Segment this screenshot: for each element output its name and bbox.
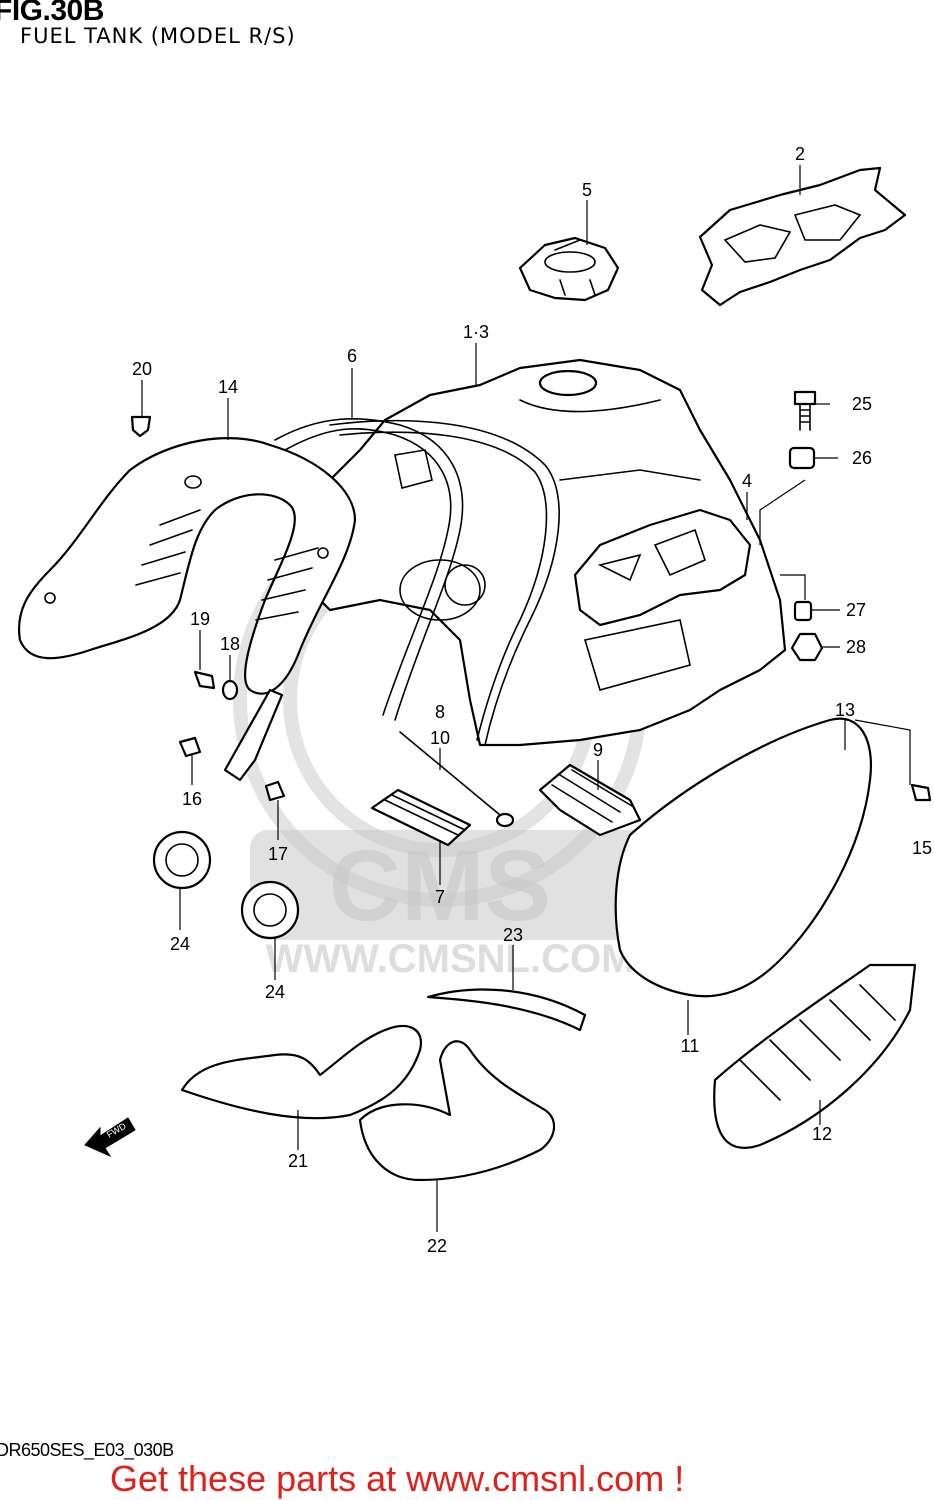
part-16-bolt [178, 736, 202, 758]
figure-number: FIG.30B [0, 0, 104, 27]
part-26-collar [788, 446, 816, 470]
part-12-seat-piece [713, 963, 917, 1149]
callout-12: 12 [812, 1124, 832, 1144]
callout-6: 6 [347, 346, 357, 366]
part-18-washer [221, 679, 239, 701]
forward-arrow: FWD [84, 1117, 136, 1158]
callout-20: 20 [132, 359, 152, 379]
callout-9: 9 [593, 740, 603, 760]
callout-16: 16 [182, 789, 202, 809]
callout-1-3: 1·3 [463, 322, 489, 342]
part-11-shroud [614, 717, 872, 998]
callout-10: 10 [430, 728, 450, 748]
part-15-screw [910, 783, 932, 802]
callout-2: 2 [795, 144, 805, 164]
callout-25: 25 [852, 394, 872, 414]
callout-26: 26 [852, 448, 872, 468]
part-19-bolt [193, 670, 216, 690]
part-21-heat-shield [180, 1025, 423, 1120]
callout-23: 23 [503, 925, 523, 945]
part-24-grommet-left [152, 830, 212, 890]
part-9-cushion [538, 763, 642, 837]
part-27-cushion [793, 600, 813, 622]
callout-labels: 2 5 1·3 6 20 14 25 26 4 27 28 19 18 16 1… [132, 144, 932, 1256]
callout-27: 27 [846, 600, 866, 620]
side-cover-bracket [223, 688, 284, 782]
shop-link-text[interactable]: Get these parts at www.cmsnl.com ! [110, 1458, 685, 1499]
part-20-grommet [130, 415, 152, 438]
part-10-band [399, 731, 515, 828]
callout-11: 11 [681, 1036, 700, 1056]
callout-28: 28 [846, 637, 866, 657]
callout-14: 14 [218, 377, 238, 397]
callout-13: 13 [835, 700, 855, 720]
part-14-side-cover [17, 437, 357, 695]
callout-17: 17 [268, 844, 288, 864]
part-17-nut [264, 780, 286, 802]
part-5-fuel-cap [518, 236, 620, 302]
watermark-url-text: WWW.CMSNL.COM [266, 937, 635, 981]
part-24-grommet-right [240, 880, 300, 940]
callout-7: 7 [435, 887, 445, 907]
part-22-heat-shield [358, 1040, 556, 1182]
callout-8: 8 [435, 702, 445, 722]
callout-5: 5 [582, 180, 592, 200]
callout-4: 4 [742, 471, 752, 491]
callout-15: 15 [912, 838, 932, 858]
cms-watermark: CMS WWW.CMSNL.COM [233, 493, 670, 981]
callout-21: 21 [288, 1151, 308, 1171]
callout-22: 22 [427, 1236, 447, 1256]
part-28-nut [790, 632, 824, 662]
figure-subtitle: FUEL TANK (MODEL R/S) [20, 24, 296, 48]
part-4-tank-decal [573, 508, 752, 627]
callout-19: 19 [190, 609, 210, 629]
diagram-code: DR650SES_E03_030B [0, 1440, 174, 1460]
callout-18: 18 [220, 634, 240, 654]
part-25-bolt [793, 390, 817, 431]
part-7-cushion [370, 788, 472, 847]
part-6-rubber-trim [274, 417, 560, 746]
callout-24-left: 24 [170, 934, 190, 954]
callout-leader-lines [141, 165, 911, 1232]
part-2-emblem [698, 166, 907, 307]
callout-24-right: 24 [265, 982, 285, 1002]
part-23-strip [426, 988, 587, 1032]
